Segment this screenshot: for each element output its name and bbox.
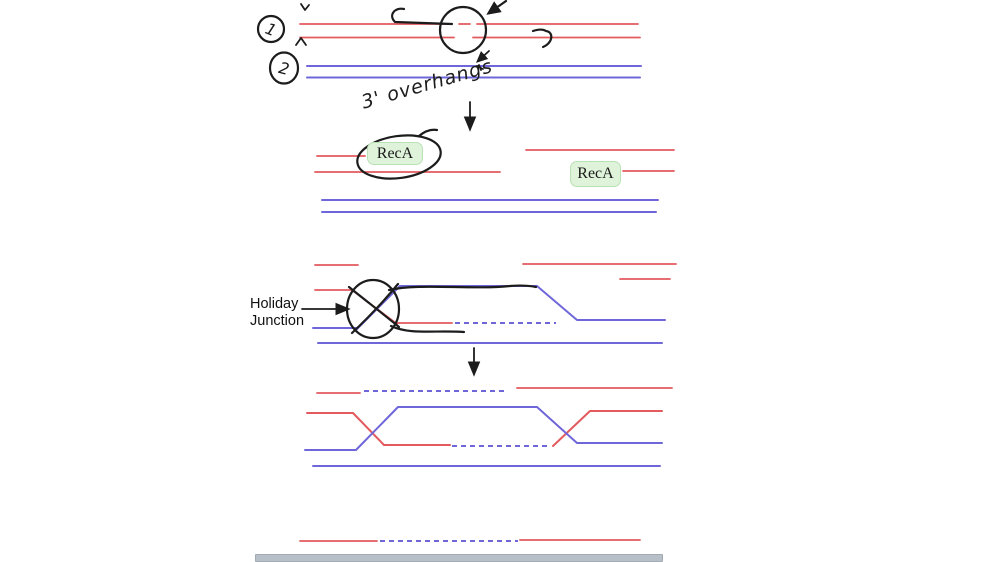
scrollbar-track[interactable] (255, 554, 663, 562)
caret-mark-up (295, 37, 307, 46)
ink-trace-bottom (389, 324, 466, 334)
step2-reca-loading (314, 101, 675, 213)
reca-circle-tail (417, 128, 439, 138)
step1-parental-duplexes: 1 2 (256, 0, 642, 85)
blue-crossover-strand (304, 406, 663, 451)
step3-holliday-junction (301, 263, 677, 377)
arrow-into-nick (486, 0, 508, 15)
step4-branch-migration (304, 387, 673, 467)
nick-hook-left (391, 7, 454, 26)
tiny-nick-mark (476, 64, 484, 71)
tick-mark-down (300, 3, 310, 11)
circled-number-1 (256, 14, 286, 44)
step-1-number: 1 (263, 19, 280, 40)
reca-label-left: RecA (367, 142, 423, 165)
step-2-number: 2 (277, 58, 291, 79)
holiday-junction-line1: Holiday (250, 296, 299, 312)
step5-resolved-product (299, 539, 641, 542)
ink-trace-top (387, 284, 538, 292)
holiday-junction-label: Holiday Junction (250, 296, 304, 329)
red-crossover-right (552, 410, 663, 447)
nick-circle (438, 5, 488, 55)
reca-label-right: RecA (570, 161, 621, 187)
holiday-junction-line2: Junction (250, 312, 305, 329)
red-crossover-left (306, 412, 451, 446)
reca-circle-annotation (356, 134, 442, 180)
invading-blue-strand (399, 285, 666, 321)
nick-hook-right (531, 28, 553, 49)
circled-number-2 (268, 51, 300, 85)
arrow-below-circle (476, 50, 490, 63)
